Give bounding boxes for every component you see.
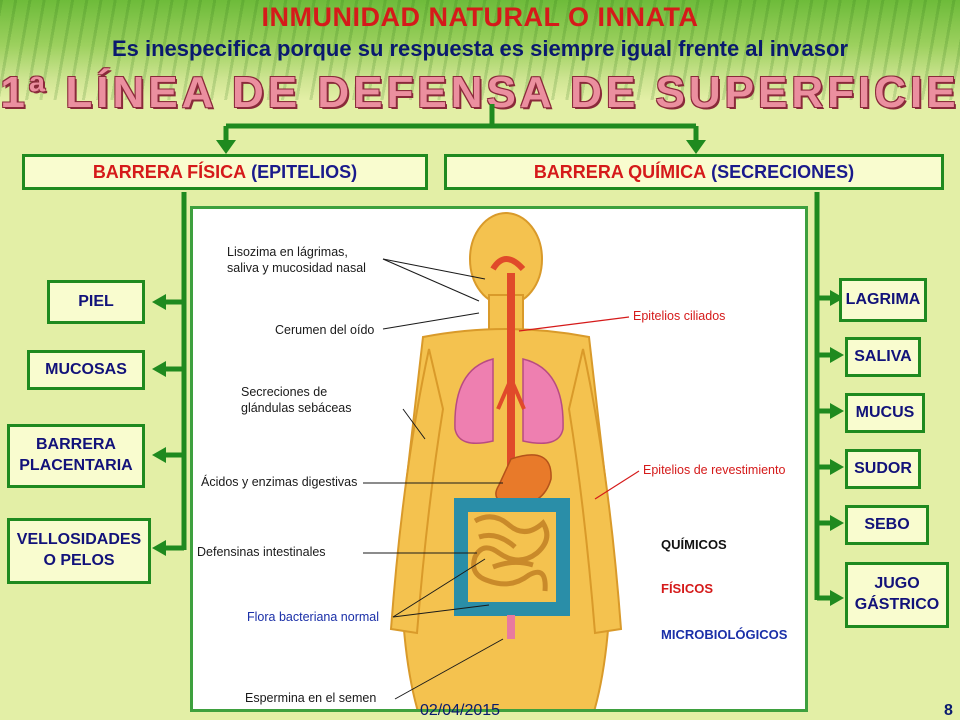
barrier-chemical-detail: (SECRECIONES) [711, 161, 855, 182]
item-barrera-placentaria: BARRERA PLACENTARIA [7, 424, 145, 488]
label-ciliados: Epitelios ciliados [633, 309, 726, 323]
barrier-chemical-label: BARRERA QUÍMICA [533, 161, 707, 182]
barrier-physical-detail: (EPITELIOS) [251, 161, 358, 182]
label-espermina: Espermina en el semen [245, 691, 377, 705]
item-jugo-gastrico: JUGO GÁSTRICO [845, 562, 949, 628]
item-lagrima: LAGRIMA [839, 278, 927, 322]
legend-fisicos: FÍSICOS [661, 581, 714, 596]
item-vellosidades: VELLOSIDADES O PELOS [7, 518, 151, 584]
label-secreciones: Secreciones de glándulas sebáceas [241, 385, 352, 415]
legend-quimicos: QUÍMICOS [661, 537, 727, 552]
defense-line-heading: 1ª LÍNEA DE DEFENSA DE SUPERFICIE [0, 68, 960, 117]
item-piel: PIEL [47, 280, 145, 324]
label-acidos: Ácidos y enzimas digestivas [201, 475, 358, 489]
body-figure-panel: Lisozima en lágrimas, saliva y mucosidad… [190, 206, 808, 712]
page-number: 8 [944, 702, 953, 719]
label-flora: Flora bacteriana normal [247, 610, 380, 624]
barrier-physical-box: BARRERA FÍSICA (EPITELIOS) [22, 154, 428, 190]
legend-microbiologicos: MICROBIOLÓGICOS [661, 627, 788, 642]
item-saliva: SALIVA [845, 337, 921, 377]
slide-subtitle: Es inespecifica porque su respuesta es s… [111, 36, 849, 61]
slide-title: INMUNIDAD NATURAL O INNATA [261, 2, 699, 32]
item-sebo: SEBO [845, 505, 929, 545]
label-defensinas: Defensinas intestinales [197, 545, 326, 559]
barrier-chemical-box: BARRERA QUÍMICA (SECRECIONES) [444, 154, 944, 190]
footer-date: 02/04/2015 [420, 702, 501, 719]
label-revestimiento: Epitelios de revestimiento [643, 463, 786, 477]
barrier-physical-label: BARRERA FÍSICA [92, 161, 247, 182]
label-cerumen: Cerumen del oído [275, 323, 375, 337]
item-sudor: SUDOR [845, 449, 921, 489]
body-illustration [363, 212, 640, 709]
grass-background [0, 0, 960, 100]
item-mucosas: MUCOSAS [27, 350, 145, 390]
item-mucus: MUCUS [845, 393, 925, 433]
label-lisozima: Lisozima en lágrimas, saliva y mucosidad… [227, 245, 366, 275]
